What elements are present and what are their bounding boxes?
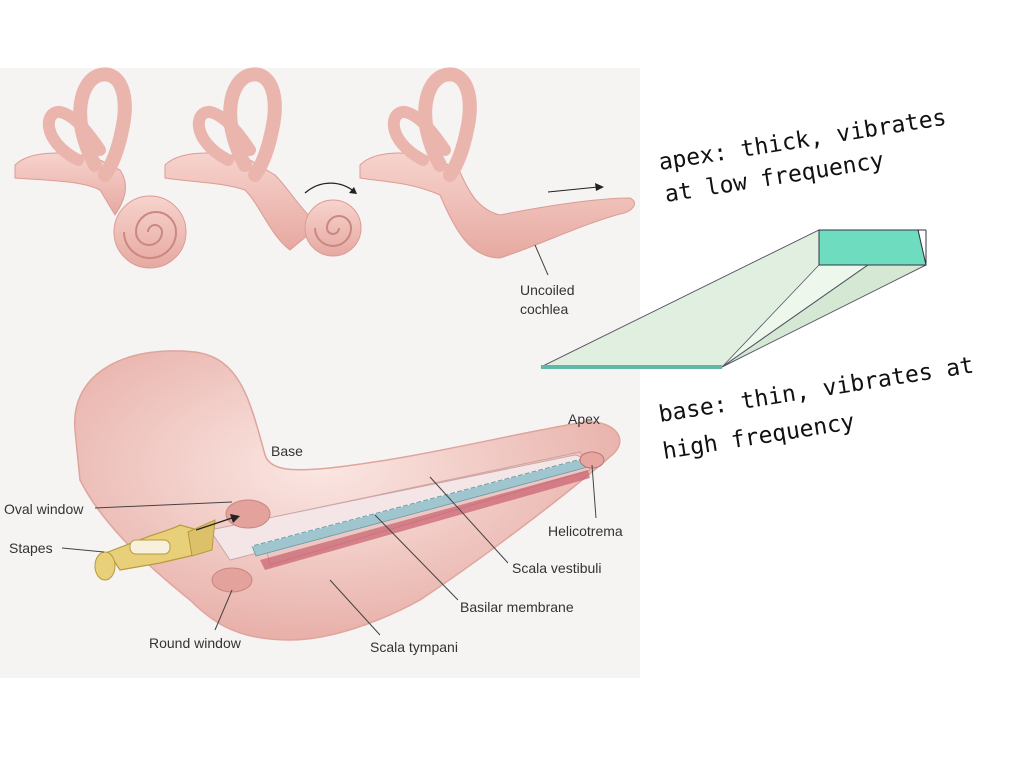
label-uncoiled-cochlea-line1: Uncoiled <box>520 282 574 298</box>
label-apex: Apex <box>568 411 600 427</box>
label-scala-tympani: Scala tympani <box>370 639 458 655</box>
label-scala-vestibuli: Scala vestibuli <box>512 560 602 576</box>
label-oval-window: Oval window <box>4 501 84 517</box>
leader-stapes <box>61 547 105 553</box>
uncoiled-cochlea <box>359 67 635 276</box>
label-base: Base <box>271 443 303 459</box>
label-helicotrema: Helicotrema <box>548 523 623 539</box>
coiled-cochlea-1 <box>14 67 187 269</box>
leader-scala-tympani <box>329 579 381 636</box>
label-stapes: Stapes <box>9 540 53 556</box>
label-uncoiled-cochlea-line2: cochlea <box>520 301 568 317</box>
stapes-arrow <box>195 514 240 531</box>
coiled-cochlea-2 <box>164 67 362 257</box>
uncoiled-cochlea-detail <box>74 350 621 641</box>
leader-scala-vestibuli <box>429 476 509 564</box>
leader-oval-window <box>94 501 233 509</box>
leader-helicotrema <box>591 464 597 519</box>
leader-basilar-membrane <box>374 514 459 601</box>
basilar-membrane-wedge <box>540 229 927 369</box>
stapes <box>94 519 216 581</box>
leader-round-window <box>214 589 233 631</box>
label-basilar-membrane: Basilar membrane <box>460 599 574 615</box>
label-round-window: Round window <box>149 635 242 651</box>
